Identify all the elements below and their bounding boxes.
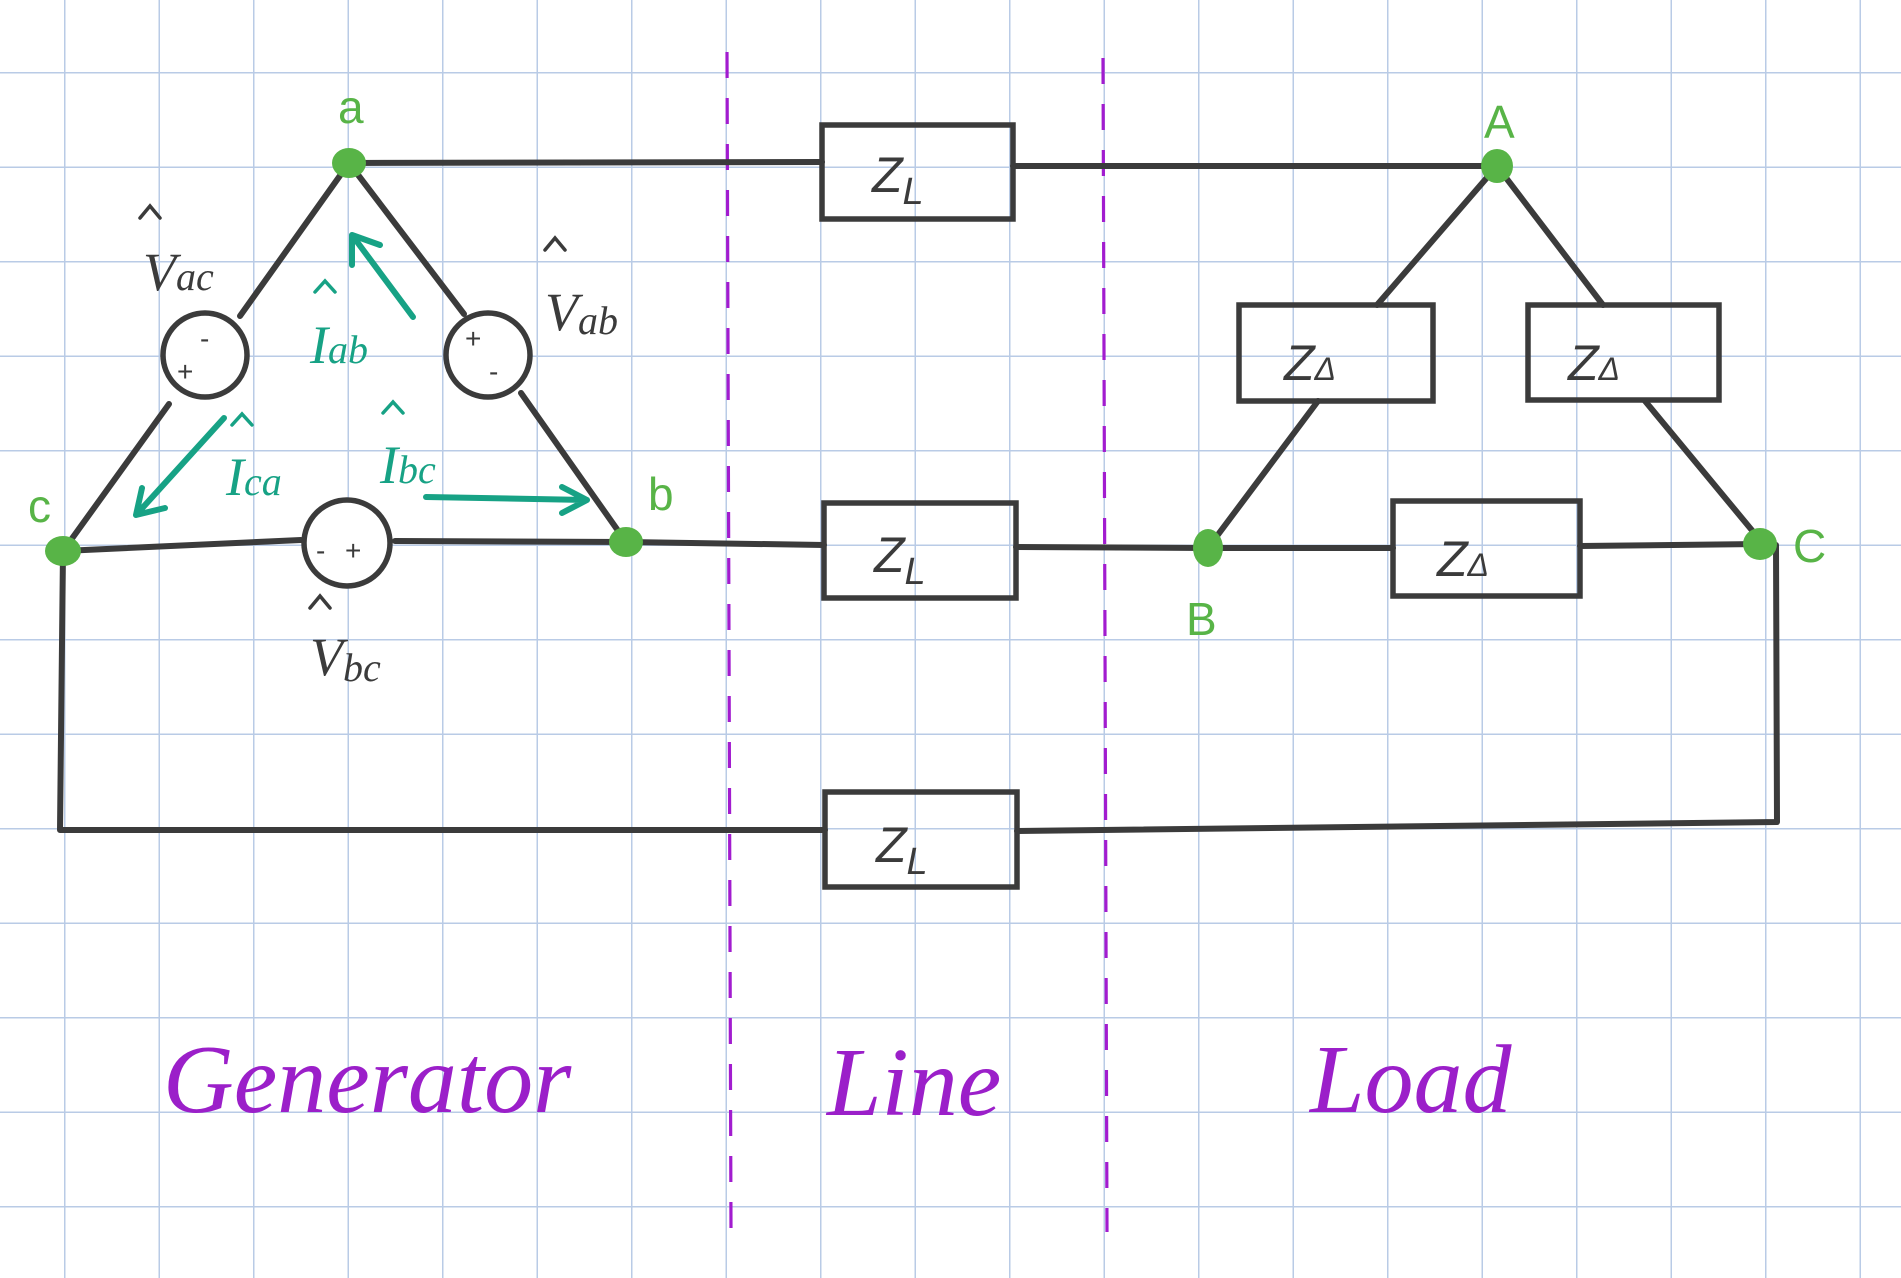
node-label-a: a (338, 81, 364, 133)
vbc-plus: + (345, 535, 361, 566)
gen-side-vac-c (60, 401, 172, 554)
divider-generator-line (725, 51, 733, 1233)
load-impedance-ac-label: ZΔ (1567, 335, 1620, 391)
line-impedance-c: ZL (822, 789, 1020, 890)
gen-side-a-vac (237, 160, 352, 319)
svg-text:Ica: Ica (225, 447, 282, 507)
node-B (1193, 529, 1223, 567)
wire-bottom-to-C (1014, 542, 1780, 834)
load-impedance-bc-label: ZΔ (1436, 531, 1489, 587)
vac-label: Vac (138, 203, 214, 302)
iab-arrow (349, 232, 416, 320)
vab-plus: + (465, 323, 481, 354)
node-label-C: C (1793, 520, 1826, 572)
line-impedance-c-label: ZL (875, 817, 928, 883)
vbc-label: Vbc (308, 593, 381, 690)
ibc-arrow (423, 484, 590, 516)
gen-side-a-vab (346, 160, 467, 317)
svg-text:Vac: Vac (143, 242, 214, 302)
load-bottom-z-to-C (1577, 541, 1763, 549)
gen-side-vab-b (518, 390, 629, 545)
node-label-b: b (648, 468, 674, 520)
node-label-B: B (1186, 593, 1217, 645)
load-impedance-ab: ZΔ (1236, 302, 1436, 404)
node-a (332, 148, 366, 178)
load-impedance-bc: ZΔ (1390, 498, 1583, 599)
node-b (609, 527, 643, 557)
voltage-source-vac: - + (160, 310, 250, 400)
wire-a-to-line (346, 159, 825, 166)
wire-line-to-B (1013, 544, 1211, 551)
node-label-c: c (28, 480, 51, 532)
wire-c-down-bottom (57, 548, 828, 833)
svg-text:Iab: Iab (309, 315, 368, 375)
load-right-z-to-C (1642, 398, 1763, 543)
divider-line-load (1101, 57, 1109, 1233)
load-impedance-ac: ZΔ (1525, 302, 1722, 403)
voltage-source-vab: + - (443, 310, 533, 400)
vab-minus: - (489, 356, 498, 387)
node-c (45, 536, 81, 566)
gen-side-vbc-b (392, 538, 629, 545)
vac-minus: - (200, 323, 209, 354)
vac-plus: + (177, 356, 193, 387)
section-label-line: Line (825, 1029, 1001, 1137)
svg-text:Vbc: Vbc (310, 627, 381, 690)
gen-side-c-vbc (60, 537, 304, 554)
node-label-A: A (1484, 96, 1515, 148)
svg-text:Vab: Vab (545, 282, 618, 343)
node-A (1481, 149, 1513, 183)
line-impedance-a-label: ZL (871, 147, 924, 213)
line-impedance-a: ZL (819, 122, 1016, 222)
ibc-label: Ibc (379, 399, 436, 495)
svg-text:Ibc: Ibc (379, 435, 436, 495)
line-impedance-b: ZL (821, 500, 1019, 601)
iab-label: Iab (309, 278, 368, 375)
load-left-z-to-B (1205, 398, 1321, 551)
load-impedance-ab-label: ZΔ (1283, 335, 1336, 391)
wires (57, 159, 1780, 834)
node-C (1743, 528, 1777, 560)
ica-arrow (133, 415, 227, 518)
vbc-minus: - (316, 535, 325, 566)
load-A-to-right-z (1494, 163, 1606, 308)
vab-label: Vab (543, 235, 618, 343)
section-label-generator: Generator (163, 1026, 572, 1134)
line-impedance-b-label: ZL (873, 527, 926, 593)
voltage-source-vbc: - + (301, 497, 393, 589)
load-A-to-left-z (1374, 163, 1500, 308)
ica-label: Ica (225, 411, 282, 507)
wire-b-to-line (623, 539, 827, 548)
section-label-load: Load (1308, 1026, 1513, 1134)
